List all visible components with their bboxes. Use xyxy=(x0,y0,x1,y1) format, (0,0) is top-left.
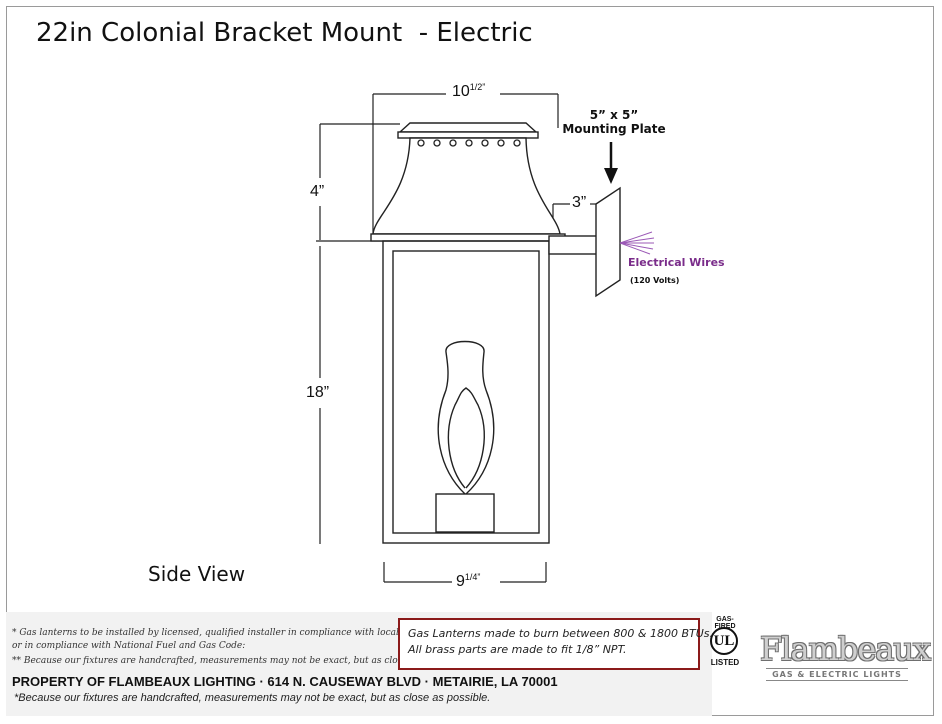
ul-badge-top: GAS-FIRED xyxy=(714,616,736,630)
handcrafted-note-bottom: *Because our fixtures are handcrafted, m… xyxy=(14,692,491,704)
vent-holes xyxy=(417,139,521,147)
cap-height-label: 4” xyxy=(310,183,325,200)
install-note-continued: or in compliance with National Fuel and … xyxy=(12,641,246,651)
ul-badge-bottom: LISTED xyxy=(710,658,740,667)
mounting-plate-label: Mounting Plate xyxy=(562,122,666,136)
mounting-plate-note: 5” x 5” Mounting Plate xyxy=(562,108,666,136)
body-height-label: 18” xyxy=(306,384,330,401)
brand-logo: Flambeaux xyxy=(760,630,931,668)
mounting-plate xyxy=(595,186,621,298)
mounting-plate-size: 5” x 5” xyxy=(589,108,639,122)
lantern-body xyxy=(382,240,550,544)
gas-spec-line-2: All brass parts are made to fit 1/8” NPT… xyxy=(408,643,627,656)
electrical-wires xyxy=(619,231,655,255)
handcrafted-note: ** Because our fixtures are handcrafted,… xyxy=(12,656,464,666)
property-line: PROPERTY OF FLAMBEAUX LIGHTING · 614 N. … xyxy=(12,674,558,689)
base-width-dimension xyxy=(383,562,547,583)
cap-height-dimension xyxy=(319,123,400,240)
ul-logo-icon: UL xyxy=(710,627,738,655)
top-width-dimension xyxy=(372,93,559,234)
brand-tagline: GAS & ELECTRIC LIGHTS xyxy=(766,668,908,681)
base-width-label: 91/4” xyxy=(456,572,481,590)
gas-spec-line-1: Gas Lanterns made to burn between 800 & … xyxy=(408,627,713,640)
lantern-cap xyxy=(370,122,566,242)
bracket-length-label: 3” xyxy=(572,194,587,211)
install-note: * Gas lanterns to be installed by licens… xyxy=(12,628,431,638)
voltage-label: (120 Volts) xyxy=(630,276,680,285)
top-width-label: 101/2” xyxy=(452,82,486,100)
chimney-globe xyxy=(437,340,495,495)
mounting-plate-arrow xyxy=(604,142,618,184)
page-title: 22in Colonial Bracket Mount - Electric xyxy=(36,18,533,48)
electrical-wires-label: Electrical Wires xyxy=(628,256,725,269)
view-label: Side View xyxy=(148,562,246,586)
gas-spec-box: Gas Lanterns made to burn between 800 & … xyxy=(398,618,713,670)
burner-base xyxy=(435,493,495,533)
